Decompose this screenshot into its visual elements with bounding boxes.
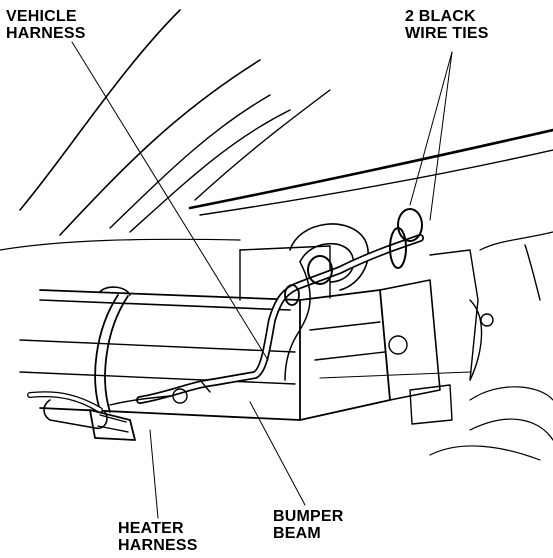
heater-harness-label: HEATER HARNESS (118, 520, 198, 554)
bumper-beam-label: BUMPER BEAM (273, 508, 344, 542)
bumper-beam-label-line1: BUMPER (273, 508, 344, 525)
bumper-beam-label-line2: BEAM (273, 525, 321, 542)
fender-lines (0, 9, 553, 251)
heater-connector (27, 379, 211, 441)
bumper-beam-shape (19, 245, 441, 421)
wire-ties-shape (284, 208, 423, 306)
vehicle-harness-wire (136, 234, 424, 404)
wire-ties-label-line1: 2 BLACK (405, 8, 476, 25)
beam-tie-loop (94, 286, 131, 413)
wire-ties-label: 2 BLACK WIRE TIES (405, 8, 489, 42)
heater-harness-label-line2: HARNESS (118, 537, 198, 554)
heater-harness-label-line1: HEATER (118, 520, 184, 537)
vehicle-harness-label: VEHICLE HARNESS (6, 8, 86, 42)
vehicle-harness-label-line1: VEHICLE (6, 8, 77, 25)
wire-ties-label-line2: WIRE TIES (405, 25, 489, 42)
tow-hook (289, 223, 369, 291)
vehicle-harness-label-line2: HARNESS (6, 25, 86, 42)
right-body-parts (409, 231, 553, 461)
leader-lines (71, 41, 471, 519)
